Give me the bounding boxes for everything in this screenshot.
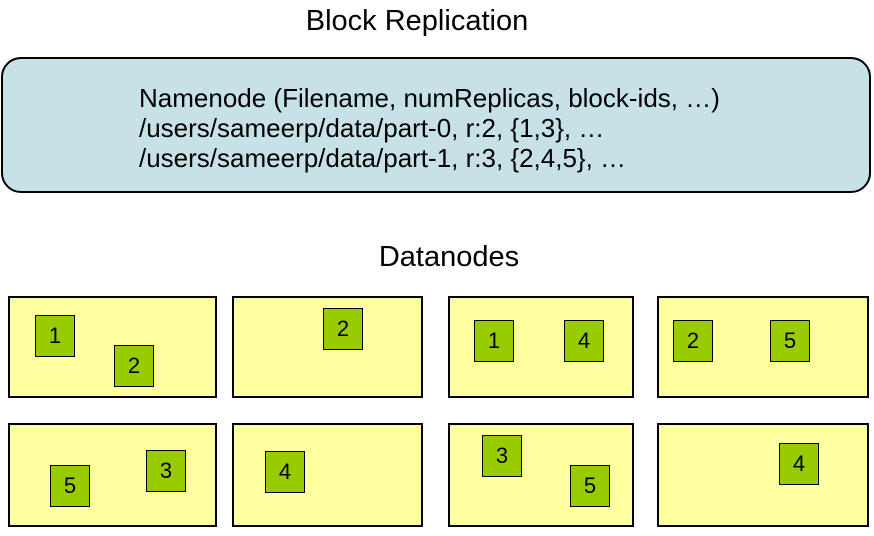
diagram-title: Block Replication [305,5,529,37]
block-4: 4 [779,443,819,485]
datanodes-label: Datanodes [378,241,520,273]
namenode-line-2: /users/sameerp/data/part-0, r:2, {1,3}, … [139,113,605,143]
block-3: 3 [146,450,186,492]
namenode-box: Namenode (Filename, numReplicas, block-i… [1,57,871,193]
block-4: 4 [265,451,305,493]
block-2: 2 [673,320,713,362]
block-4: 4 [564,320,604,362]
block-1: 1 [474,320,514,362]
block-2: 2 [114,345,154,387]
block-3: 3 [482,435,522,477]
block-1: 1 [35,315,75,357]
block-2: 2 [323,308,363,350]
namenode-line-3: /users/sameerp/data/part-1, r:3, {2,4,5}… [139,143,627,173]
namenode-text: Namenode (Filename, numReplicas, block-i… [139,83,720,173]
block-5: 5 [570,465,610,507]
datanode-box-6: 4 [232,423,423,527]
datanode-box-8: 4 [657,423,869,527]
datanode-box-2: 2 [232,296,423,398]
namenode-line-1: Namenode (Filename, numReplicas, block-i… [139,83,720,113]
block-5: 5 [50,465,90,507]
block-5: 5 [770,320,810,362]
